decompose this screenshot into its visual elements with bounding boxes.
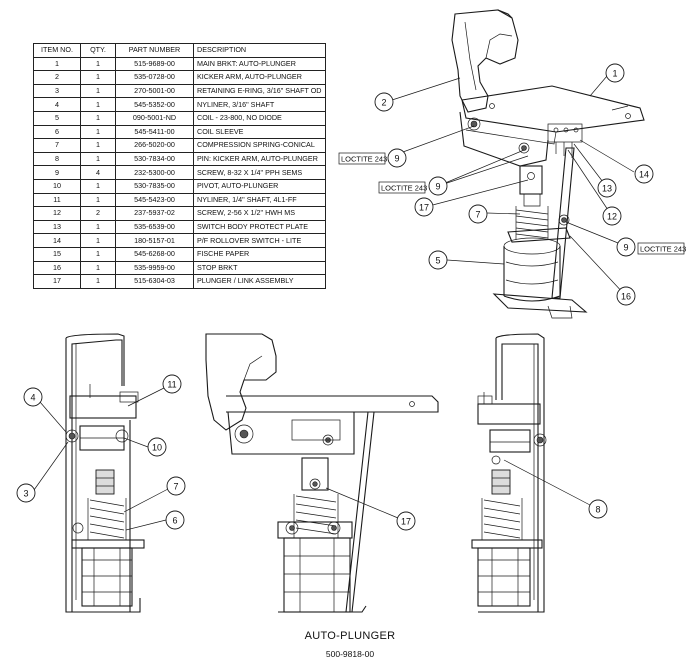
callout-5: 5 xyxy=(428,250,448,270)
iso-side-plate xyxy=(459,111,549,167)
callout-7-iso: 7 xyxy=(468,204,488,224)
svg-text:17: 17 xyxy=(401,517,411,527)
svg-text:9: 9 xyxy=(394,154,399,164)
svg-text:3: 3 xyxy=(23,489,28,499)
svg-text:7: 7 xyxy=(173,482,178,492)
center-top-plate xyxy=(226,395,439,413)
loctite-annotation-3: LOCTITE 243 xyxy=(637,242,686,255)
loctite-annotation-1: LOCTITE 243 xyxy=(338,152,387,165)
iso-coil xyxy=(503,237,561,302)
callout-9a: 9 xyxy=(387,148,407,168)
callout-3: 3 xyxy=(16,483,36,503)
callout-9c: 9 xyxy=(616,237,636,257)
svg-text:1: 1 xyxy=(612,69,617,79)
left-coil xyxy=(81,547,133,607)
svg-text:11: 11 xyxy=(167,380,176,390)
svg-text:17: 17 xyxy=(419,203,429,213)
right-leaders xyxy=(503,459,591,506)
left-leaders xyxy=(33,387,169,531)
drawing-number: 500-9818-00 xyxy=(325,649,375,659)
left-top-switch-block xyxy=(69,395,137,419)
iso-main-bracket-top xyxy=(461,85,645,133)
bom-cell-part-number: 515-6304-03 xyxy=(115,274,194,289)
svg-text:10: 10 xyxy=(152,443,162,453)
svg-text:6: 6 xyxy=(172,516,177,526)
left-main-bracket xyxy=(65,338,123,613)
right-spring xyxy=(481,498,523,540)
right-plunger-top xyxy=(491,469,511,495)
callout-13: 13 xyxy=(597,178,617,198)
callout-4: 4 xyxy=(23,387,43,407)
callout-10: 10 xyxy=(147,437,167,457)
callout-16: 16 xyxy=(616,286,636,306)
svg-text:8: 8 xyxy=(595,505,600,515)
callout-8: 8 xyxy=(588,499,608,519)
svg-text:9: 9 xyxy=(435,182,440,192)
callout-17-iso: 17 xyxy=(414,197,434,217)
callout-6: 6 xyxy=(165,510,185,530)
bom-cell-qty: 1 xyxy=(80,274,116,289)
callout-14: 14 xyxy=(634,164,654,184)
drawing-title: AUTO-PLUNGER xyxy=(304,630,396,642)
left-spring xyxy=(87,498,127,540)
svg-text:LOCTITE 243: LOCTITE 243 xyxy=(640,245,686,254)
center-coil xyxy=(283,537,351,613)
left-plunger-top xyxy=(95,469,115,495)
svg-text:13: 13 xyxy=(602,184,612,194)
iso-rollover-switch xyxy=(547,123,583,158)
center-plunger-link xyxy=(301,457,329,491)
center-front-view xyxy=(205,333,439,613)
svg-text:LOCTITE 243: LOCTITE 243 xyxy=(381,184,427,193)
loctite-annotation-2: LOCTITE 243 xyxy=(378,181,427,194)
iso-spring xyxy=(515,206,549,240)
bom-header-row: ITEM NO. QTY. PART NUMBER DESCRIPTION xyxy=(33,43,326,58)
svg-text:LOCTITE 243: LOCTITE 243 xyxy=(341,155,387,164)
callout-7-left: 7 xyxy=(166,476,186,496)
iso-base-foot xyxy=(492,293,588,313)
callout-9b: 9 xyxy=(428,176,448,196)
center-leaders xyxy=(325,487,399,519)
right-side-view xyxy=(471,333,547,613)
right-coil xyxy=(477,547,531,607)
iso-kicker-arm xyxy=(451,9,519,113)
iso-plunger-link xyxy=(519,165,543,195)
callout-11: 11 xyxy=(162,374,182,394)
svg-text:12: 12 xyxy=(607,212,617,222)
right-top-block xyxy=(477,403,541,425)
isometric-view xyxy=(451,9,645,319)
bom-cell-description: PLUNGER / LINK ASSEMBLY xyxy=(193,274,326,289)
callout-2: 2 xyxy=(374,92,394,112)
iso-stop-bracket xyxy=(551,147,575,299)
svg-text:5: 5 xyxy=(435,256,440,266)
svg-text:9: 9 xyxy=(623,243,628,253)
right-main-bracket xyxy=(495,333,545,613)
callout-1: 1 xyxy=(605,63,625,83)
svg-text:16: 16 xyxy=(621,292,631,302)
callout-17-center: 17 xyxy=(396,511,416,531)
svg-text:4: 4 xyxy=(30,393,35,403)
callout-12: 12 xyxy=(602,206,622,226)
iso-leaders xyxy=(391,75,635,297)
svg-text:2: 2 xyxy=(381,98,386,108)
svg-text:14: 14 xyxy=(639,170,649,180)
svg-text:7: 7 xyxy=(475,210,480,220)
center-kicker-arm xyxy=(205,333,277,431)
left-side-view xyxy=(65,333,145,613)
center-spring xyxy=(293,494,339,538)
